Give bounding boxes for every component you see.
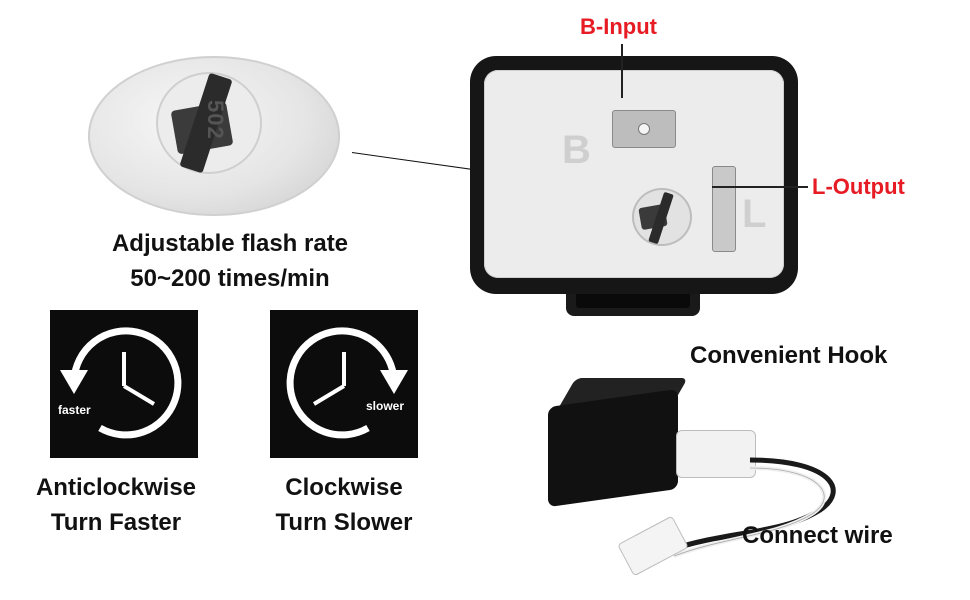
flasher-unit-top-view: B L: [470, 46, 800, 316]
adjust-heading: Adjustable flash rate 50~200 times/min: [60, 226, 400, 296]
adjust-line-2: 50~200 times/min: [130, 265, 330, 292]
l-output-label: L-Output: [812, 174, 905, 199]
b-input-pointer: [621, 44, 623, 98]
unit-potentiometer: [632, 188, 692, 246]
connect-wire-label: Connect wire: [742, 522, 893, 549]
b-terminal-pin: [612, 110, 676, 148]
wire-connector: [676, 430, 756, 478]
unit-face: B L: [484, 70, 784, 278]
convenient-hook-label: Convenient Hook: [690, 342, 888, 369]
connect-wire: [669, 457, 836, 558]
l-terminal-pin: [712, 166, 736, 252]
clockwise-clock-icon: slower: [270, 310, 418, 458]
anticlockwise-caption-line-1: Anticlockwise: [35, 474, 197, 501]
anticlockwise-caption: Anticlockwise Turn Faster: [10, 470, 222, 540]
clockwise-caption-line-2: Turn Slower: [275, 509, 413, 536]
clockwise-arrow-icon: slower: [286, 327, 408, 439]
b-terminal-letter: B: [562, 128, 591, 172]
slower-label: slower: [366, 399, 404, 413]
anticlockwise-caption-line-2: Turn Faster: [50, 509, 182, 536]
adjust-line-1: Adjustable flash rate: [111, 230, 349, 257]
potentiometer-marking: 502: [203, 100, 228, 140]
clockwise-caption-line-1: Clockwise: [285, 474, 403, 501]
anticlockwise-clock-icon: faster: [50, 310, 198, 458]
counterclockwise-arrow-icon: faster: [58, 327, 182, 439]
potentiometer-zoom-image: 502: [88, 56, 340, 216]
l-terminal-letter: L: [742, 192, 767, 236]
b-input-label: B-Input: [580, 14, 657, 39]
faster-label: faster: [58, 403, 91, 417]
potentiometer-closeup: [156, 72, 262, 174]
clockwise-caption: Clockwise Turn Slower: [238, 470, 450, 540]
l-output-pointer: [712, 186, 808, 188]
